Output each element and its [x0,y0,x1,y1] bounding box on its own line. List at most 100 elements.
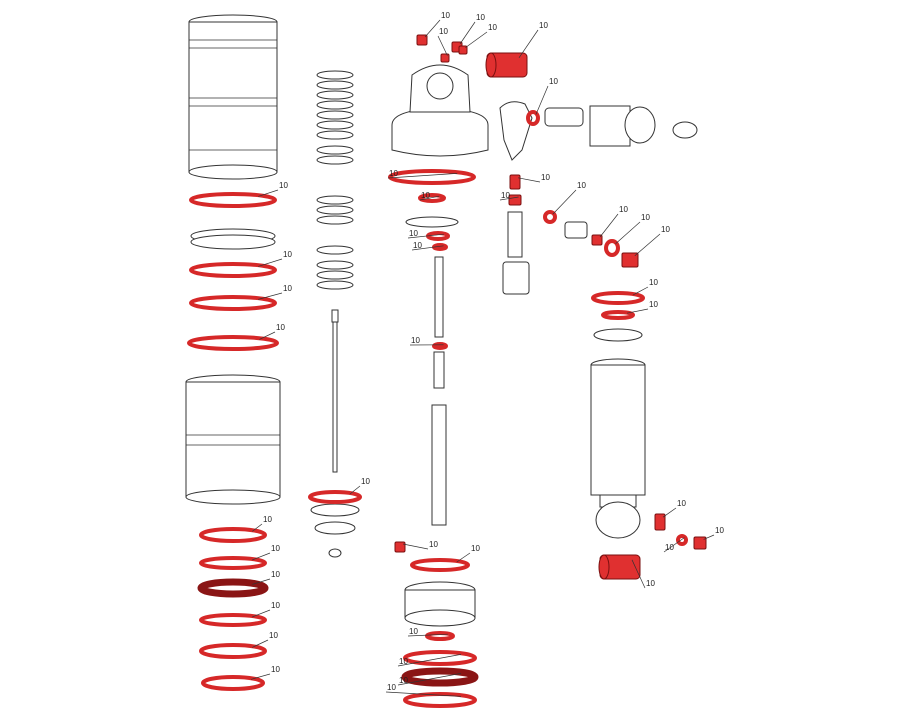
seal-ring [187,335,279,351]
leader-line [349,485,361,495]
bushing [598,554,641,580]
leader-line [634,233,661,257]
small-seal-part [508,194,522,206]
callout-label: 10 [577,181,586,190]
callout-label: 10 [283,250,292,259]
shaft-rod [331,309,339,473]
callout-label: 10 [476,13,485,22]
seal-ring [591,291,645,305]
spring-coil [316,195,354,205]
small-seal-part [693,536,707,550]
small-seal-part [591,234,603,246]
leader-line [411,245,444,251]
seal-ring [308,490,362,504]
leader-line [499,196,519,201]
seal-ring [526,110,540,126]
air-can-lower [185,374,281,505]
spring-coil [316,215,354,225]
leader-line [465,31,488,48]
leader-line [626,308,649,314]
leader-line [552,189,577,215]
reservoir-parts [499,101,698,295]
small-seal-part [509,174,521,190]
seal-ring [199,527,267,543]
leader-line [424,19,441,38]
leader-line [703,534,715,540]
leader-line [252,609,271,618]
spring-coil [316,100,354,110]
seal-ring [189,262,277,278]
seal-ring [432,342,448,350]
seal-ring [403,650,477,666]
seal-ring [425,631,455,641]
small-seal-part [394,541,406,553]
small-seal-part [440,53,450,63]
callout-label: 10 [361,477,370,486]
spring-coil [316,280,354,290]
leader-line [599,213,619,238]
small-seal-part [416,34,428,46]
callout-label: 10 [649,278,658,287]
callout-label: 10 [409,229,418,238]
seal-ring-thick [197,578,269,598]
callout-label: 10 [441,11,450,20]
leader-line [259,331,276,340]
leader-line [258,292,283,300]
callout-label: 10 [677,499,686,508]
callout-label: 10 [283,284,292,293]
callout-label: 10 [646,579,655,588]
leader-line [632,286,649,296]
leader-line [397,654,462,667]
callout-label: 10 [488,23,497,32]
piston-shaft [405,216,459,526]
leader-line [252,552,271,561]
small-seal-part [621,252,639,268]
piston-base [404,581,476,627]
callout-label: 10 [539,21,548,30]
small-seal-part [654,513,666,531]
callout-label: 10 [271,601,280,610]
callout-label: 10 [263,515,272,524]
callout-label: 10 [269,631,278,640]
shock-eyelet-head [391,64,489,157]
leader-line [397,673,462,686]
leader-line [456,552,471,563]
leader-line [252,639,269,648]
leader-line [258,258,283,267]
seal-ring [543,210,557,224]
spring-coil [316,155,354,165]
spring-coil [316,70,354,80]
spring-coil [316,80,354,90]
leader-line [517,177,541,183]
callout-label: 10 [271,665,280,674]
leader-line [419,195,440,201]
callout-label: 10 [387,683,396,692]
seal-ring [201,675,265,691]
callout-label: 10 [665,543,674,552]
callout-label: 10 [429,540,438,549]
small-seal-part [458,45,468,55]
seal-ring-thick [401,667,479,687]
callout-label: 10 [439,27,448,36]
leader-line [402,543,429,550]
callout-label: 10 [619,205,628,214]
seal-head-parts [310,503,360,558]
callout-label: 10 [411,336,420,345]
seal-ring [189,192,277,208]
spring-stack [316,70,354,290]
callout-label: 10 [541,173,550,182]
leader-line [459,21,476,45]
callout-label: 10 [715,526,724,535]
callout-label: 10 [649,300,658,309]
callout-label: 10 [389,169,398,178]
spring-coil [316,270,354,280]
air-can-upper [188,14,278,180]
seal-ring [410,558,470,572]
spring-coil [316,110,354,120]
leader-line [662,507,677,518]
spring-coil [316,130,354,140]
leader-line [407,233,445,239]
